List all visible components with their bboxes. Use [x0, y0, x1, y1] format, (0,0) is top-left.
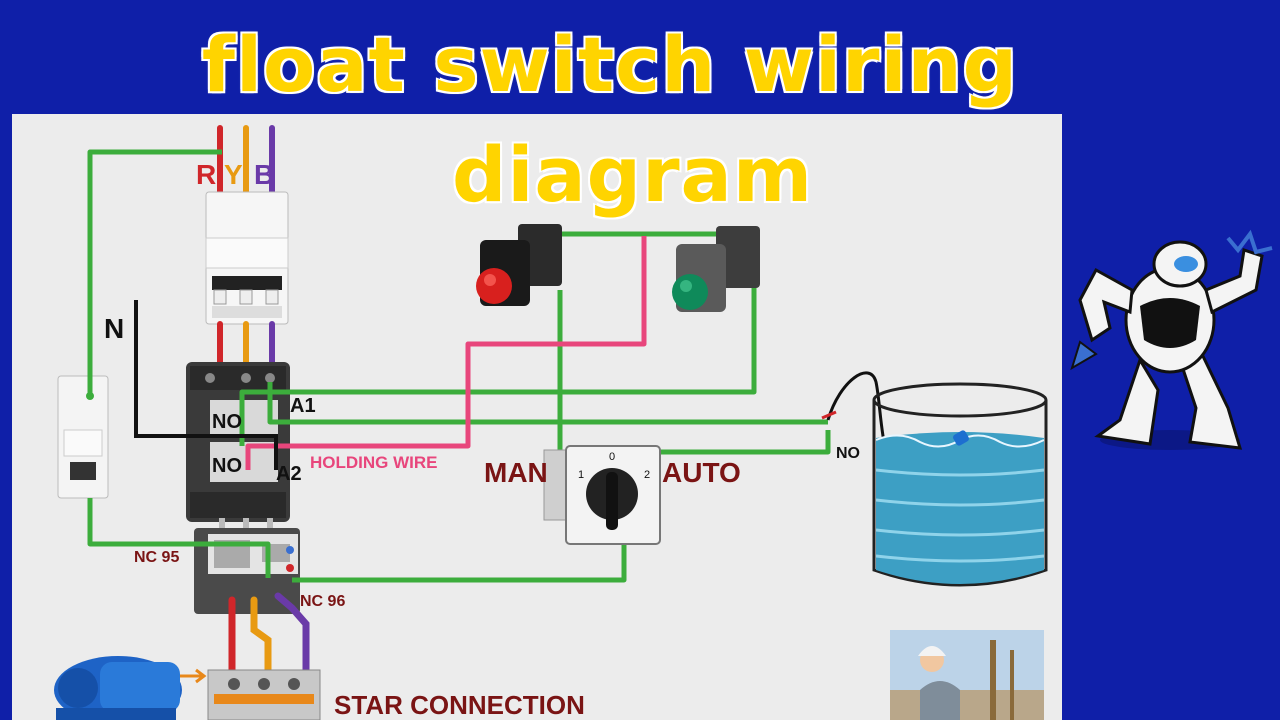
- selector-auto-label: AUTO: [662, 457, 741, 488]
- contactor-a1-label: A1: [290, 395, 316, 417]
- holding-wire-label: HOLDING WIRE: [310, 453, 438, 472]
- overload-relay: [194, 528, 300, 614]
- selector-pos1-label: 1: [578, 469, 584, 481]
- selector-man-label: MAN: [484, 457, 548, 488]
- motor-terminal-block: [207, 669, 321, 720]
- water-tank: [872, 382, 1048, 587]
- control-wires: [87, 149, 831, 583]
- supply-to-control-mcb-wire: [87, 149, 222, 396]
- contactor-a2-label: A2: [276, 463, 302, 485]
- engineer-photo-icon: [890, 630, 1044, 720]
- contactor-no-bottom-label: NO: [212, 455, 242, 477]
- neutral-label: N: [104, 313, 124, 344]
- stop-push-button: [476, 224, 562, 306]
- control-mcb: [57, 375, 109, 499]
- phase-r-label: R: [196, 159, 216, 190]
- motor-pump-icon: [54, 656, 207, 720]
- phase-wires-bottom: [228, 592, 310, 680]
- float-switch-icon: [953, 430, 969, 446]
- selector-pos0-label: 0: [609, 451, 615, 463]
- selector-switch: [543, 445, 661, 545]
- phase-b-label: B: [254, 159, 274, 190]
- holding-wire: [245, 236, 647, 470]
- overload-nc95-label: NC 95: [134, 549, 179, 566]
- selector-pos2-label: 2: [644, 469, 650, 481]
- phase-y-label: Y: [224, 159, 243, 190]
- mcb-breaker: [205, 191, 289, 325]
- phase-labels: R Y B: [196, 159, 274, 190]
- float-switch-label: NO: [836, 445, 860, 462]
- robot-icon: [1070, 229, 1273, 450]
- contactor-no-top-label: NO: [212, 411, 242, 433]
- star-connection-label: STAR CONNECTION: [334, 690, 585, 720]
- neutral-wire: [134, 300, 278, 470]
- overload-nc96-label: NC 96: [300, 593, 345, 610]
- start-push-button: [672, 226, 760, 312]
